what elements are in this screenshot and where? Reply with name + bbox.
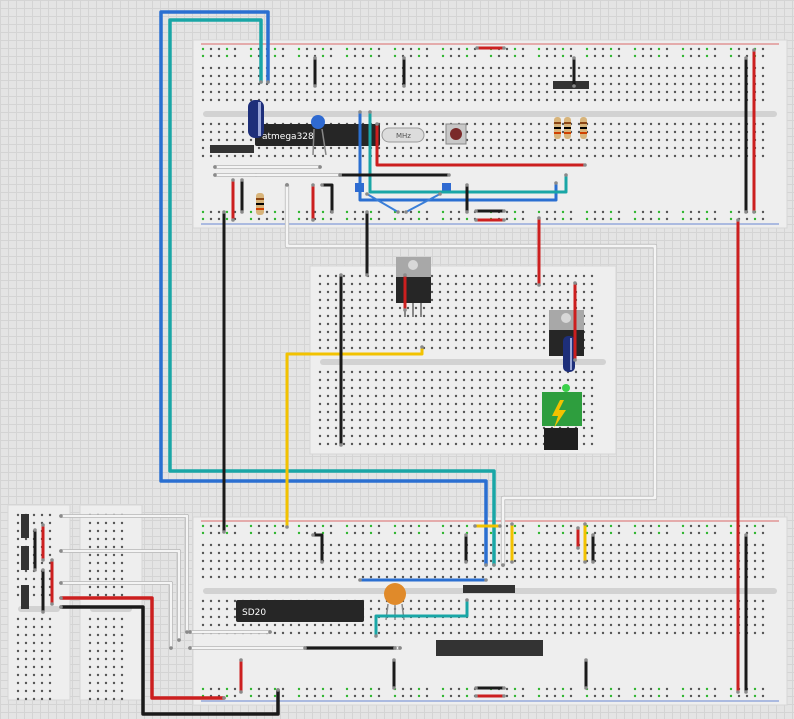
wire-white-left-2[interactable] (59, 549, 181, 642)
ceramic-capacitor-bottom[interactable] (384, 583, 406, 621)
breadboard-bottom-holes (201, 524, 765, 698)
voltage-regulator-1[interactable] (396, 257, 431, 317)
wire-yellow-mid[interactable] (285, 345, 424, 529)
wires (33, 10, 756, 716)
wire-red-left-bottom[interactable] (59, 596, 226, 700)
small-capacitor-right[interactable] (442, 183, 451, 192)
wire-white-left-3[interactable] (59, 581, 173, 650)
components: atmega328 SD20 MHz (21, 81, 589, 656)
atmega328-label: atmega328 (262, 132, 314, 142)
lightning-icon (552, 400, 566, 428)
power-jack[interactable] (542, 392, 582, 450)
crystal-label: MHz (396, 132, 411, 140)
resistor-array-top[interactable] (554, 117, 587, 139)
header-left-2[interactable] (21, 546, 29, 570)
wire-cyan-main[interactable] (168, 18, 496, 567)
header-left-3[interactable] (21, 585, 29, 609)
wire-blue-main[interactable] (159, 10, 488, 567)
electrolytic-capacitor-top[interactable] (248, 100, 264, 138)
wire-blue-crystal-2[interactable] (405, 193, 441, 213)
wire-blue-crystal-1[interactable] (366, 193, 399, 213)
wire-white-long[interactable] (285, 183, 657, 567)
reset-pushbutton[interactable] (445, 123, 467, 145)
wire-white-left-1[interactable] (59, 514, 189, 634)
ceramic-capacitor-top[interactable] (311, 115, 327, 156)
wire-red-top-row[interactable] (375, 122, 587, 167)
crystal-oscillator[interactable]: MHz (381, 127, 425, 143)
atmega328-chip[interactable]: atmega328 (255, 124, 380, 146)
sd20-label: SD20 (242, 608, 266, 618)
breadboard-left-a (7, 504, 71, 701)
header-top-left[interactable] (210, 145, 254, 153)
header-left-1[interactable] (21, 514, 29, 538)
header-bottom-mid[interactable] (463, 585, 515, 593)
wire-black-bottom-1[interactable] (311, 533, 324, 564)
indicator-led[interactable] (562, 384, 570, 392)
wire-black-left-bottom[interactable] (59, 605, 280, 716)
header-top-right[interactable] (553, 81, 589, 89)
wire-black-small-1[interactable] (320, 183, 334, 214)
breadboard-left-b (79, 504, 143, 701)
header-bottom-double[interactable] (436, 640, 543, 656)
breadboard-left-b-holes (88, 513, 124, 701)
sd20-chip[interactable]: SD20 (236, 600, 364, 622)
electrolytic-capacitor-mid[interactable] (563, 336, 575, 372)
resistor-lower-left[interactable] (256, 193, 264, 215)
wire-cyan-bottom-row[interactable] (374, 598, 469, 638)
